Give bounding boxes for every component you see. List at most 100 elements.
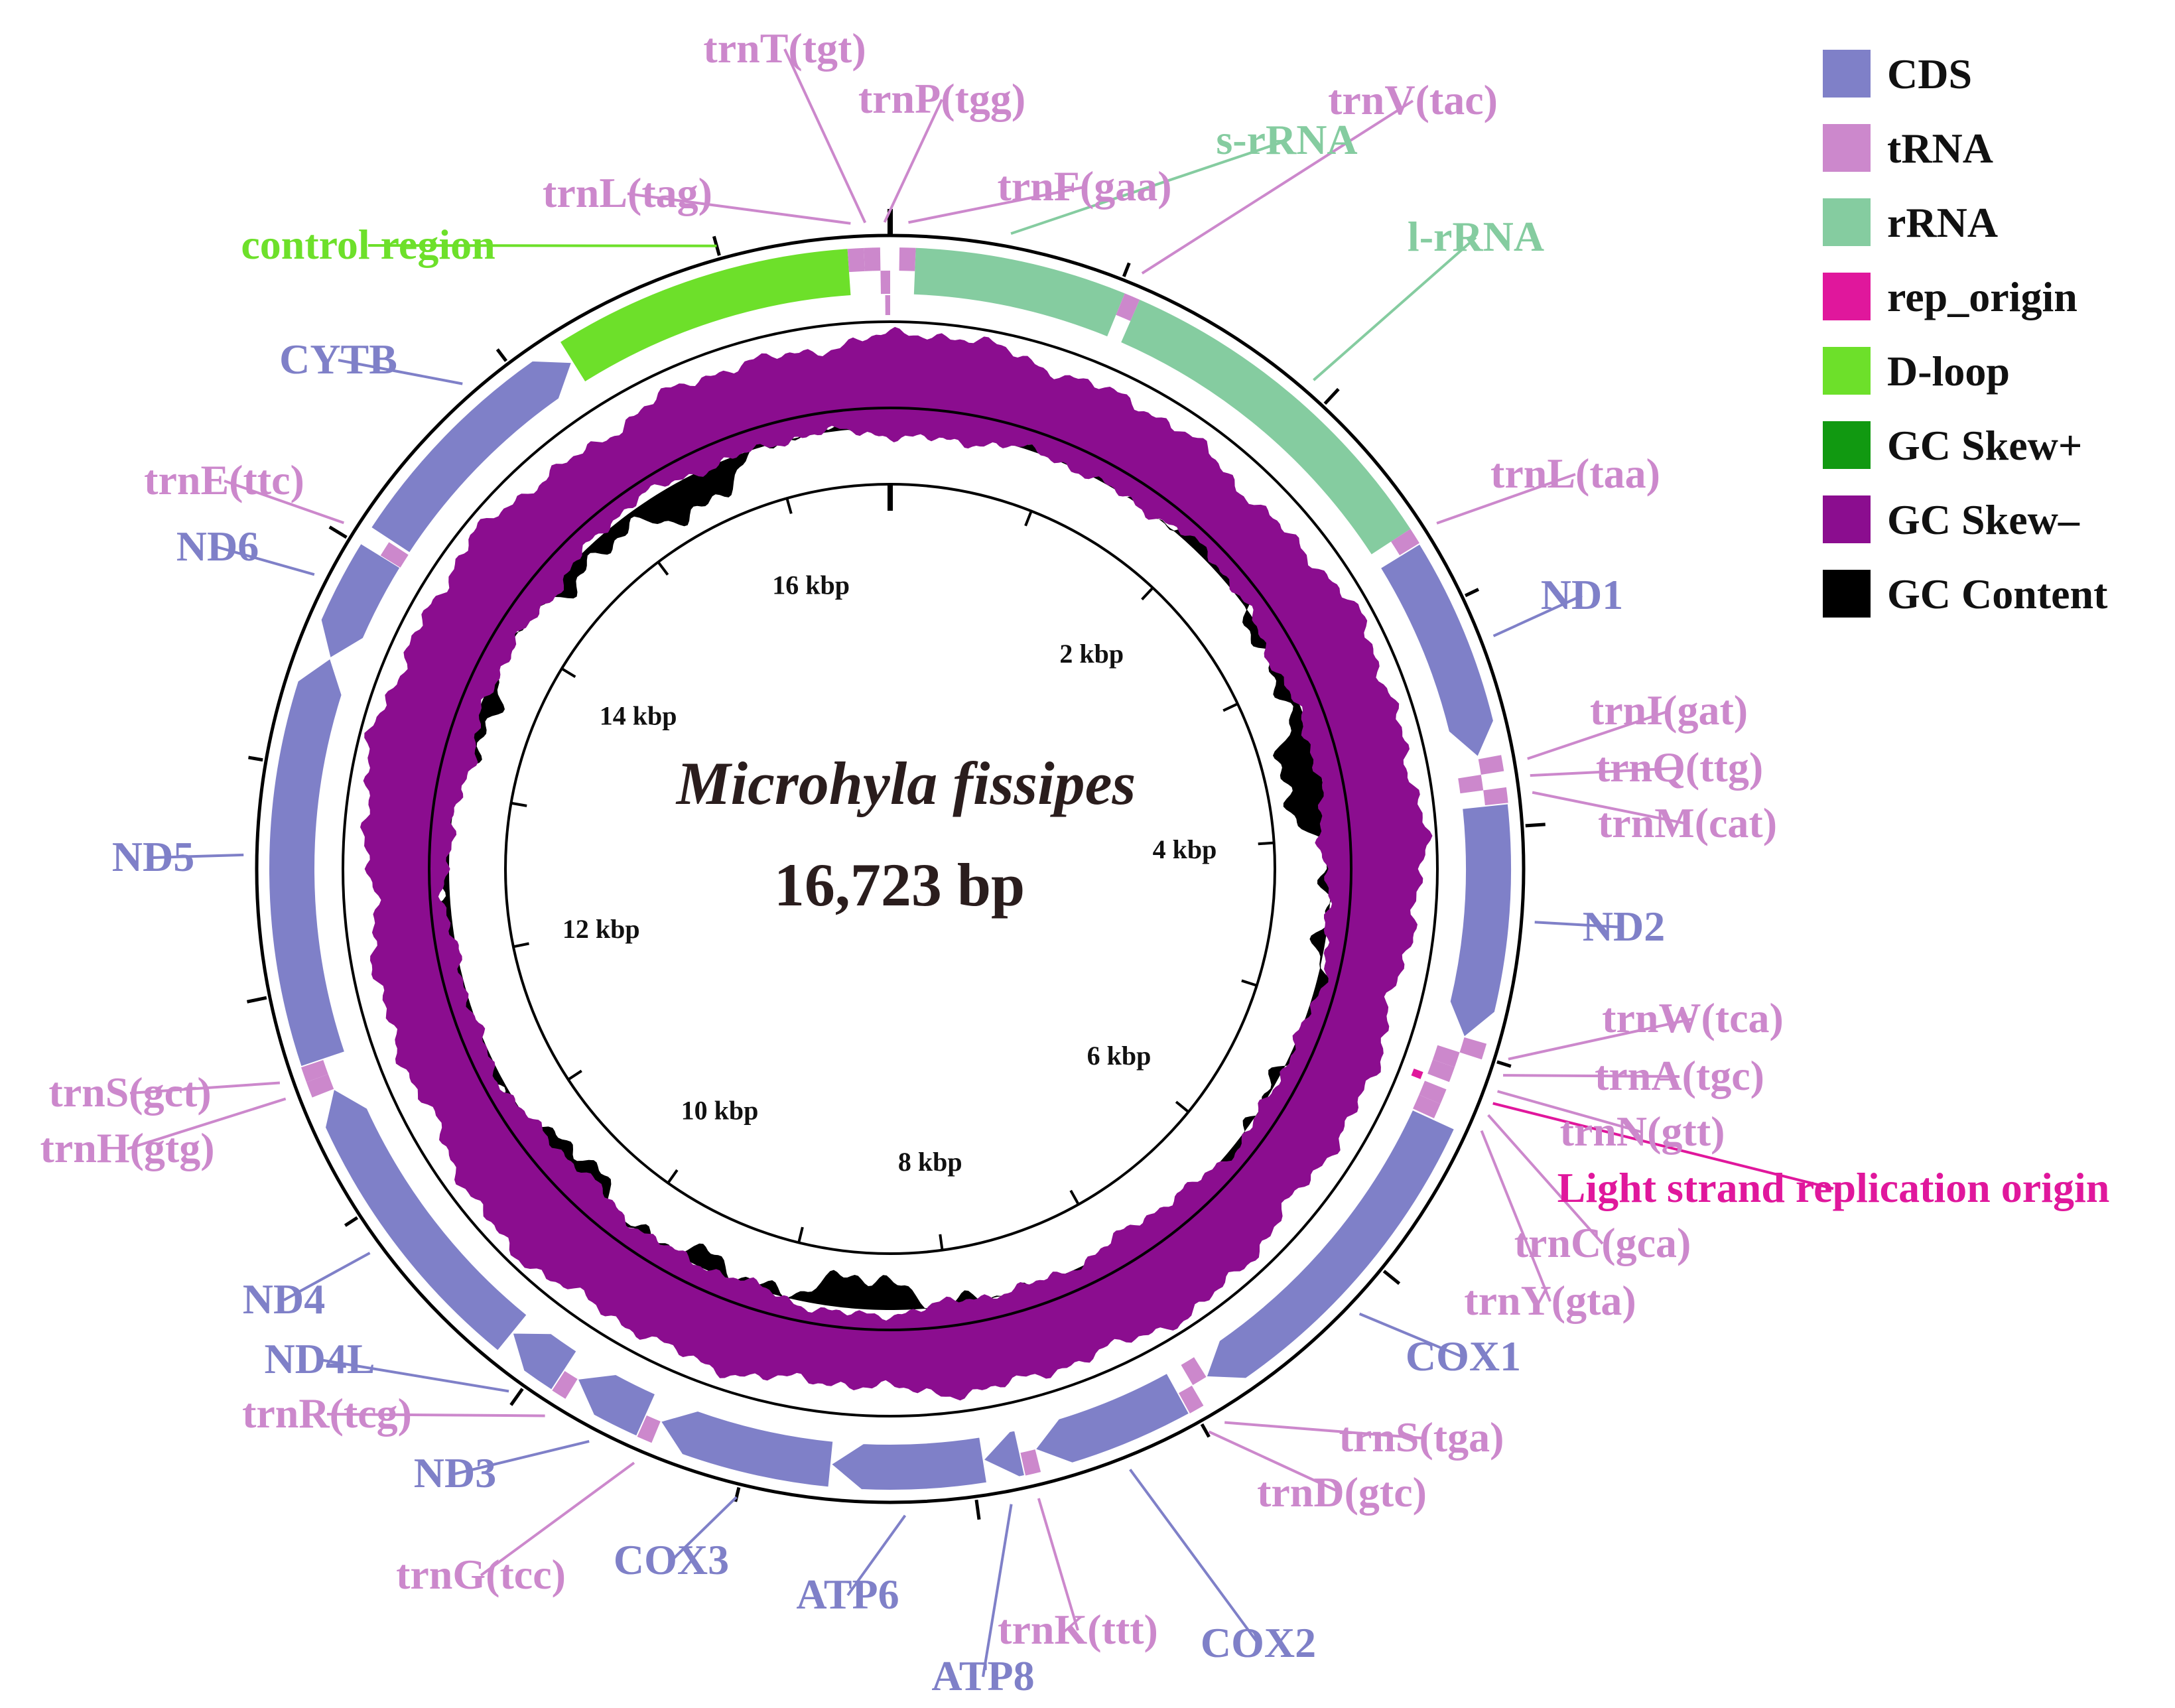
feature-trnf-gaa: [899, 247, 916, 271]
feature-cox2: [1033, 1372, 1191, 1464]
feature-trnn-gtt: [1427, 1059, 1455, 1083]
label-nd5: ND5: [112, 833, 194, 880]
label-trnp-tgg: trnP(tgg): [858, 75, 1025, 122]
label-trng-tcc: trnG(tcc): [396, 1551, 566, 1598]
label-trna-tgc: trnA(tgc): [1595, 1052, 1764, 1099]
leader-cox2: [1129, 1469, 1260, 1645]
label-trnt-tgt: trnT(tgt): [703, 25, 866, 72]
leader-nd3: [454, 1440, 590, 1475]
outer-tick: [1464, 588, 1480, 598]
label-nd4l: ND4L: [264, 1335, 375, 1382]
inner-tick: [785, 497, 793, 514]
label-cox3: COX3: [614, 1536, 729, 1583]
label-trns-gct: trnS(gct): [48, 1069, 211, 1116]
inner-tick: [657, 561, 669, 576]
kbp-label-10-kbp: 10 kbp: [681, 1095, 759, 1125]
label-s-rrna: s-rRNA: [1216, 116, 1357, 163]
label-nd4: ND4: [243, 1276, 325, 1323]
legend-swatch-gc-content: [1823, 570, 1871, 618]
label-trns-tga: trnS(tga): [1339, 1413, 1504, 1461]
kbp-label-8-kbp: 8 kbp: [898, 1147, 962, 1177]
kbp-label-12-kbp: 12 kbp: [562, 914, 640, 944]
feature-trnp-tgg-inner: [885, 295, 890, 316]
feature-nd4l: [511, 1332, 578, 1392]
kbp-label-4-kbp: 4 kbp: [1153, 834, 1217, 864]
feature-trnr-tcg: [551, 1370, 578, 1399]
outer-tick: [1122, 262, 1131, 277]
feature-cox3: [659, 1410, 834, 1488]
feature-trna-tgc: [1432, 1045, 1460, 1067]
leader-trnl-taa: [1436, 473, 1576, 525]
legend-label-trna: tRNA: [1887, 125, 1993, 172]
feature-trnl-taa: [1391, 529, 1420, 556]
label-cox2: COX2: [1201, 1619, 1316, 1666]
outer-tick: [974, 1499, 981, 1520]
label-trnf-gaa: trnF(gaa): [997, 163, 1171, 210]
label-cox1: COX1: [1406, 1333, 1521, 1380]
feature-nd4: [324, 1088, 529, 1352]
feature-trnm-cat: [1483, 787, 1508, 807]
inner-tick: [939, 1234, 944, 1250]
feature-s-rrna: [913, 247, 1125, 337]
label-trni-gat: trnI(gat): [1590, 687, 1748, 734]
legend-label-gc-skew: GC Skew+: [1887, 422, 2082, 469]
outer-tick: [246, 996, 267, 1004]
legend-swatch-rep-origin: [1823, 273, 1871, 320]
outer-tick: [509, 1388, 524, 1406]
outer-tick: [344, 1216, 359, 1227]
leader-trnf-gaa: [908, 186, 1085, 224]
leader-light-strand-replication-origin: [1492, 1102, 1834, 1190]
leader-trnq-ttg: [1530, 767, 1680, 777]
inner-tick: [1024, 510, 1033, 527]
legend-swatch-rrna: [1823, 198, 1871, 246]
label-trnc-gca: trnC(gca): [1514, 1219, 1691, 1266]
outer-tick: [1525, 822, 1546, 828]
feature-trnc-gca: [1419, 1081, 1447, 1104]
leader-trnh-gtg: [127, 1097, 287, 1150]
leader-nd1: [1492, 594, 1583, 637]
feature-light-strand-replication-origin: [1411, 1068, 1423, 1079]
leader-control-region: [367, 244, 717, 247]
label-atp8: ATP8: [931, 1652, 1034, 1699]
feature-atp6: [830, 1436, 988, 1491]
label-nd6: ND6: [176, 523, 259, 570]
leader-s-rrna: [1010, 139, 1287, 235]
label-trne-ttc: trnE(ttc): [144, 456, 304, 503]
kbp-label-16-kbp: 16 kbp: [772, 570, 850, 600]
leader-nd5: [153, 853, 244, 859]
leader-atp6: [846, 1514, 907, 1597]
genome-size: 16,723 bp: [774, 851, 1025, 919]
outer-tick: [1200, 1423, 1211, 1438]
feature-trni-gat: [1478, 755, 1504, 775]
leader-trne-ttc: [224, 480, 344, 525]
label-trnw-tca: trnW(tca): [1602, 994, 1784, 1041]
inner-tick: [560, 667, 576, 679]
inner-tick: [797, 1226, 804, 1243]
label-trnn-gtt: trnN(gtt): [1560, 1108, 1725, 1155]
inner-tick: [1241, 979, 1258, 987]
feature-atp8: [982, 1429, 1026, 1478]
inner-tick: [1258, 841, 1274, 846]
outer-tick: [328, 525, 348, 539]
label-trnl-tag: trnL(tag): [543, 169, 712, 216]
leader-trnv-tac: [1141, 99, 1414, 275]
kbp-label-6-kbp: 6 kbp: [1087, 1041, 1152, 1071]
feature-nd2: [1449, 803, 1512, 1039]
leader-trnk-ttt: [1037, 1498, 1079, 1631]
legend-swatch-gc-skew: [1823, 421, 1871, 469]
label-trnq-ttg: trnQ(ttg): [1596, 744, 1763, 791]
leader-trng-tcc: [480, 1461, 635, 1577]
leader-trnp-tgg: [883, 99, 943, 223]
legend-swatch-d-loop: [1823, 347, 1871, 395]
feature-trnl-tag: [847, 247, 865, 273]
feature-nd3: [576, 1373, 657, 1437]
label-trny-gta: trnY(gta): [1464, 1277, 1636, 1324]
leader-trns-gct: [129, 1081, 281, 1094]
inner-tick: [513, 942, 529, 949]
label-nd3: ND3: [414, 1449, 496, 1496]
leader-trnd-gtc: [1208, 1430, 1343, 1494]
outer-tick: [1323, 387, 1340, 405]
label-leader-lines: [127, 48, 1834, 1677]
